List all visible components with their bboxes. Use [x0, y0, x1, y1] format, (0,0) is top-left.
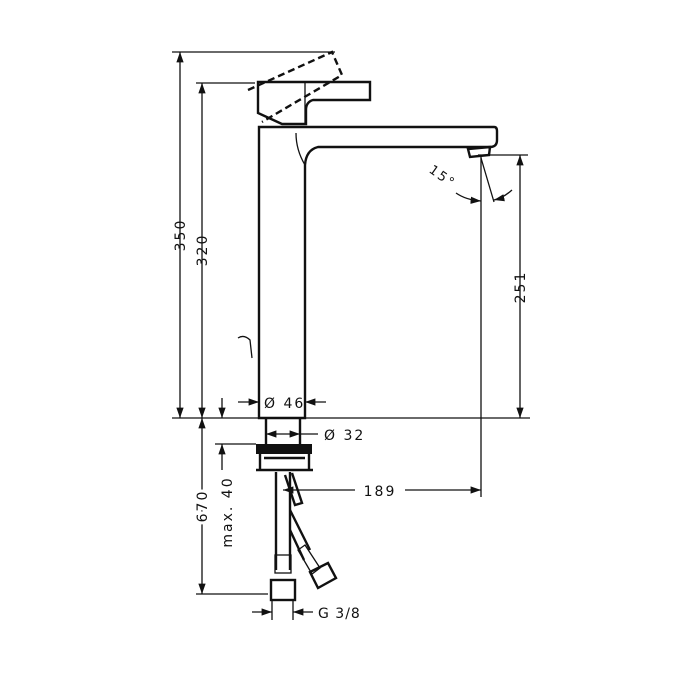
faucet-outline: [237, 50, 499, 602]
lever-raised-dashed: [247, 50, 344, 124]
hose-nut: [269, 578, 297, 602]
label-320: 320: [195, 234, 211, 267]
lever-handle: [256, 80, 372, 126]
label-189: 189: [364, 484, 397, 500]
label-15-degrees: 15°: [426, 163, 458, 192]
dim-angle-left: [455, 192, 482, 204]
label-diameter-32: Ø 32: [324, 428, 365, 444]
label-251: 251: [513, 271, 529, 304]
drain-rod: [237, 335, 253, 359]
hose-nut-angled: [308, 561, 338, 590]
label-max40: max. 40: [220, 476, 236, 547]
drain-tube: [283, 472, 304, 507]
label-diameter-46: Ø 46: [264, 396, 305, 412]
label-670: 670: [195, 490, 211, 523]
label-g38: G 3/8: [318, 606, 361, 622]
mounting-nut: [256, 444, 312, 454]
label-350: 350: [173, 219, 189, 252]
dim-angle-right: [493, 189, 513, 202]
